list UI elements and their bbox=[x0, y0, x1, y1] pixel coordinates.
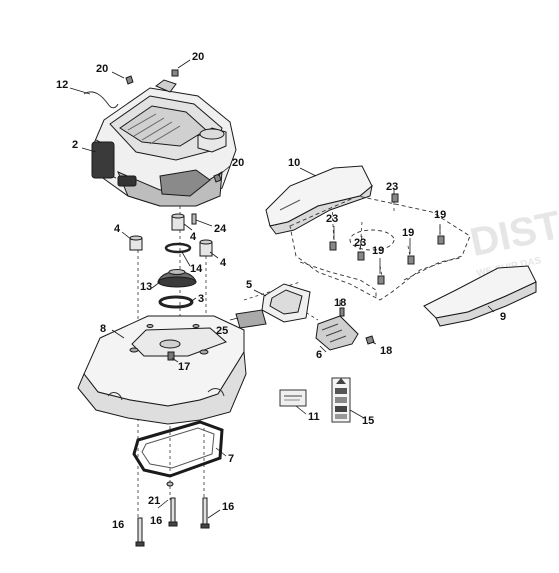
callout-14: 14 bbox=[190, 263, 203, 275]
callout-18-a: 18 bbox=[334, 297, 347, 309]
engine-part bbox=[91, 79, 237, 207]
callout-16-a: 16 bbox=[112, 519, 125, 531]
callout-11: 11 bbox=[308, 411, 320, 423]
frame-outline bbox=[289, 195, 471, 301]
callout-12: 12 bbox=[56, 79, 69, 91]
callout-4-c: 4 bbox=[220, 257, 227, 269]
label-part-11 bbox=[279, 389, 307, 407]
cover-part-5 bbox=[261, 283, 311, 323]
callout-7: 7 bbox=[228, 453, 235, 465]
callout-20-c: 20 bbox=[232, 157, 245, 169]
callout-21: 21 bbox=[148, 495, 161, 507]
callout-24: 24 bbox=[214, 223, 227, 235]
gasket-part bbox=[132, 420, 224, 478]
callout-9: 9 bbox=[500, 311, 507, 323]
callout-5: 5 bbox=[246, 279, 253, 291]
callout-4-a: 4 bbox=[114, 223, 121, 235]
callout-17: 17 bbox=[178, 361, 191, 373]
callout-25: 25 bbox=[216, 325, 229, 337]
callout-19-c: 19 bbox=[372, 245, 385, 257]
fender-part-9 bbox=[423, 265, 537, 327]
callout-2: 2 bbox=[72, 139, 79, 151]
deck-cover-part bbox=[77, 315, 247, 425]
callout-23-b: 23 bbox=[326, 213, 339, 225]
callout-23-a: 23 bbox=[386, 181, 399, 193]
callout-19-a: 19 bbox=[434, 209, 447, 221]
pad-part-25 bbox=[235, 309, 267, 329]
callout-20-a: 20 bbox=[96, 63, 109, 75]
callout-13: 13 bbox=[140, 281, 153, 293]
callout-16-b: 16 bbox=[150, 515, 163, 527]
callout-8: 8 bbox=[100, 323, 107, 335]
callout-20-b: 20 bbox=[192, 51, 205, 63]
handle-part-6 bbox=[315, 315, 359, 351]
callout-16-c: 16 bbox=[222, 501, 235, 513]
wire-part bbox=[83, 91, 119, 109]
fender-part-10 bbox=[265, 165, 373, 235]
callout-18-b: 18 bbox=[380, 345, 393, 357]
callout-15: 15 bbox=[362, 415, 375, 427]
callout-23-c: 23 bbox=[354, 237, 367, 249]
callout-3: 3 bbox=[198, 293, 205, 305]
callout-19-b: 19 bbox=[402, 227, 415, 239]
callout-10: 10 bbox=[288, 157, 301, 169]
label-part-15 bbox=[331, 377, 351, 423]
bolt-parts bbox=[135, 497, 210, 547]
callout-6: 6 bbox=[316, 349, 323, 361]
spacer-parts bbox=[129, 213, 213, 257]
callout-4-b: 4 bbox=[190, 231, 197, 243]
